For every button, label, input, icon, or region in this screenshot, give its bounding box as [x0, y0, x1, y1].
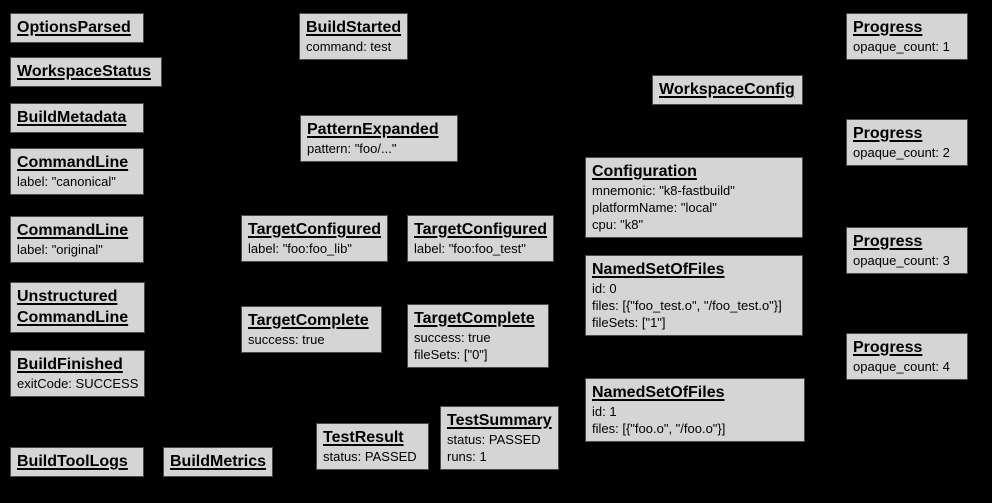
node-field: label: "original" [17, 242, 103, 257]
node-field: opaque_count: 4 [853, 359, 950, 374]
node-command-line-original: CommandLine label: "original" [10, 216, 144, 263]
node-workspace-config: WorkspaceConfig [652, 75, 803, 105]
node-command-line-canonical: CommandLine label: "canonical" [10, 148, 144, 195]
node-unstructured-command-line: Unstructured CommandLine [10, 282, 145, 333]
node-field: status: PASSED [447, 432, 541, 447]
node-configuration: Configuration mnemonic: "k8-fastbuild" p… [585, 157, 803, 238]
node-field: label: "foo:foo_lib" [248, 241, 352, 256]
node-field: label: "foo:foo_test" [414, 241, 526, 256]
node-title: NamedSetOfFiles [592, 261, 725, 278]
node-title: TargetComplete [414, 310, 535, 327]
node-named-set-of-files-1: NamedSetOfFiles id: 1 files: [{"foo.o", … [585, 378, 805, 442]
node-title: TestResult [323, 429, 404, 446]
node-build-metadata: BuildMetadata [10, 103, 144, 133]
node-title: CommandLine [17, 154, 129, 171]
node-target-complete-foo-test: TargetComplete success: true fileSets: [… [407, 304, 549, 368]
node-title: NamedSetOfFiles [592, 384, 725, 401]
node-field: mnemonic: "k8-fastbuild" [592, 183, 735, 198]
node-build-tool-logs: BuildToolLogs [10, 447, 144, 477]
node-field: fileSets: ["0"] [414, 347, 488, 362]
node-title: BuildMetadata [17, 109, 127, 126]
node-field: label: "canonical" [17, 174, 116, 189]
node-target-configured-foo-lib: TargetConfigured label: "foo:foo_lib" [241, 215, 389, 262]
node-field: files: [{"foo.o", "/foo.o"}] [592, 421, 726, 436]
node-title: Unstructured CommandLine [17, 288, 129, 326]
node-field: id: 1 [592, 404, 617, 419]
node-progress-2: Progress opaque_count: 2 [846, 119, 968, 166]
node-field: cpu: "k8" [592, 217, 644, 232]
node-workspace-status: WorkspaceStatus [10, 57, 162, 87]
node-pattern-expanded: PatternExpanded pattern: "foo/..." [300, 115, 458, 162]
node-field: runs: 1 [447, 449, 487, 464]
node-progress-1: Progress opaque_count: 1 [846, 13, 968, 60]
node-title: BuildFinished [17, 356, 123, 373]
node-field: fileSets: ["1"] [592, 315, 666, 330]
node-title: Progress [853, 233, 923, 250]
node-title: OptionsParsed [17, 19, 131, 36]
node-title: PatternExpanded [307, 121, 439, 138]
node-title: TargetComplete [248, 312, 369, 329]
node-title: Progress [853, 19, 923, 36]
node-named-set-of-files-0: NamedSetOfFiles id: 0 files: [{"foo_test… [585, 255, 803, 336]
node-test-result: TestResult status: PASSED [316, 423, 429, 470]
node-field: command: test [306, 39, 392, 54]
node-field: platformName: "local" [592, 200, 717, 215]
node-title: BuildMetrics [170, 453, 267, 470]
node-title: Configuration [592, 163, 697, 180]
node-title: BuildStarted [306, 19, 402, 36]
node-title: Progress [853, 339, 923, 356]
node-field: files: [{"foo_test.o", "/foo_test.o"}] [592, 298, 782, 313]
node-build-finished: BuildFinished exitCode: SUCCESS [10, 350, 146, 397]
node-build-metrics: BuildMetrics [163, 447, 274, 477]
node-title: BuildToolLogs [17, 453, 128, 470]
node-field: opaque_count: 1 [853, 39, 950, 54]
node-options-parsed: OptionsParsed [10, 13, 144, 43]
node-title: TestSummary [447, 412, 552, 429]
node-title: TargetConfigured [414, 221, 548, 238]
node-title: TargetConfigured [248, 221, 382, 238]
node-title: WorkspaceConfig [659, 81, 795, 98]
node-title: WorkspaceStatus [17, 63, 151, 80]
node-progress-4: Progress opaque_count: 4 [846, 333, 968, 380]
node-title: CommandLine [17, 222, 129, 239]
node-field: pattern: "foo/..." [307, 141, 397, 156]
node-field: opaque_count: 2 [853, 145, 950, 160]
node-target-complete-foo-lib: TargetComplete success: true [241, 306, 382, 353]
node-progress-3: Progress opaque_count: 3 [846, 227, 968, 274]
node-title: Progress [853, 125, 923, 142]
node-target-configured-foo-test: TargetConfigured label: "foo:foo_test" [407, 215, 555, 262]
node-field: id: 0 [592, 281, 617, 296]
node-field: success: true [248, 332, 325, 347]
node-build-started: BuildStarted command: test [299, 13, 409, 60]
node-field: status: PASSED [323, 449, 417, 464]
node-field: opaque_count: 3 [853, 253, 950, 268]
node-test-summary: TestSummary status: PASSED runs: 1 [440, 406, 559, 470]
node-field: exitCode: SUCCESS [17, 376, 139, 391]
node-field: success: true [414, 330, 491, 345]
